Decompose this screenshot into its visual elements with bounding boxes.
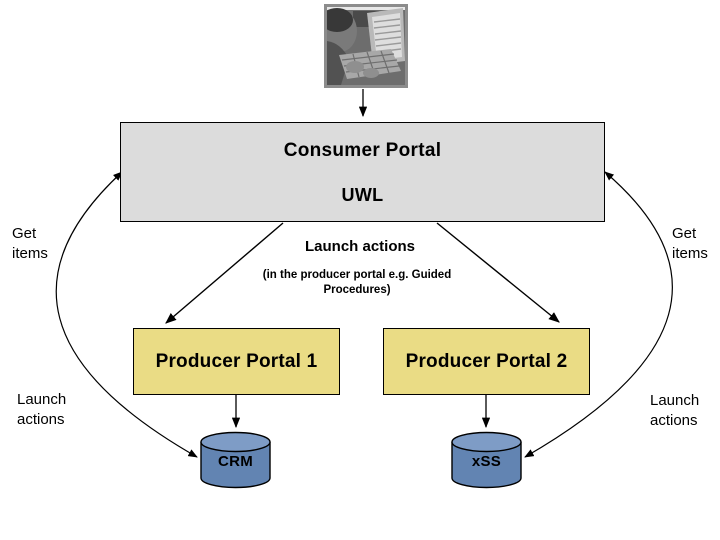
consumer-portal-uwl-label: UWL <box>341 185 384 205</box>
get-items-left-line2: items <box>12 245 48 262</box>
launch-actions-left-line2: actions <box>17 411 65 428</box>
get-items-right-line1: Get <box>672 225 697 242</box>
crm-database-label: CRM <box>217 453 254 470</box>
launch-actions-label-left: Launch actions <box>17 390 66 430</box>
launch-actions-right-line1: Launch <box>650 392 700 409</box>
producer-portal-2-box: Producer Portal 2 <box>383 328 590 395</box>
user-at-computer-photo <box>321 4 408 88</box>
consumer-portal-box: Consumer Portal UWL <box>120 122 605 222</box>
producer-portal-2-label: Producer Portal 2 <box>405 350 568 372</box>
get-items-left-line1: Get <box>12 225 37 242</box>
producer-portal-note: (in the producer portal e.g. Guided Proc… <box>227 268 487 298</box>
xss-database-label: xSS <box>471 453 502 470</box>
get-items-label-left: Get items <box>12 224 48 264</box>
producer-portal-note-line2: Procedures) <box>323 284 391 296</box>
launch-actions-left-line1: Launch <box>17 391 67 408</box>
get-items-label-right: Get items <box>672 224 708 264</box>
producer-portal-note-line1: (in the producer portal e.g. Guided <box>262 269 452 281</box>
producer-portal-1-label: Producer Portal 1 <box>155 350 318 372</box>
launch-actions-label-right: Launch actions <box>650 391 699 431</box>
launch-actions-right-line2: actions <box>650 412 698 429</box>
user-photo-art <box>321 7 405 85</box>
launch-actions-center-label: Launch actions <box>304 238 416 255</box>
consumer-portal-title: Consumer Portal <box>283 140 442 161</box>
get-items-right-line2: items <box>672 245 708 262</box>
producer-portal-1-box: Producer Portal 1 <box>133 328 340 395</box>
